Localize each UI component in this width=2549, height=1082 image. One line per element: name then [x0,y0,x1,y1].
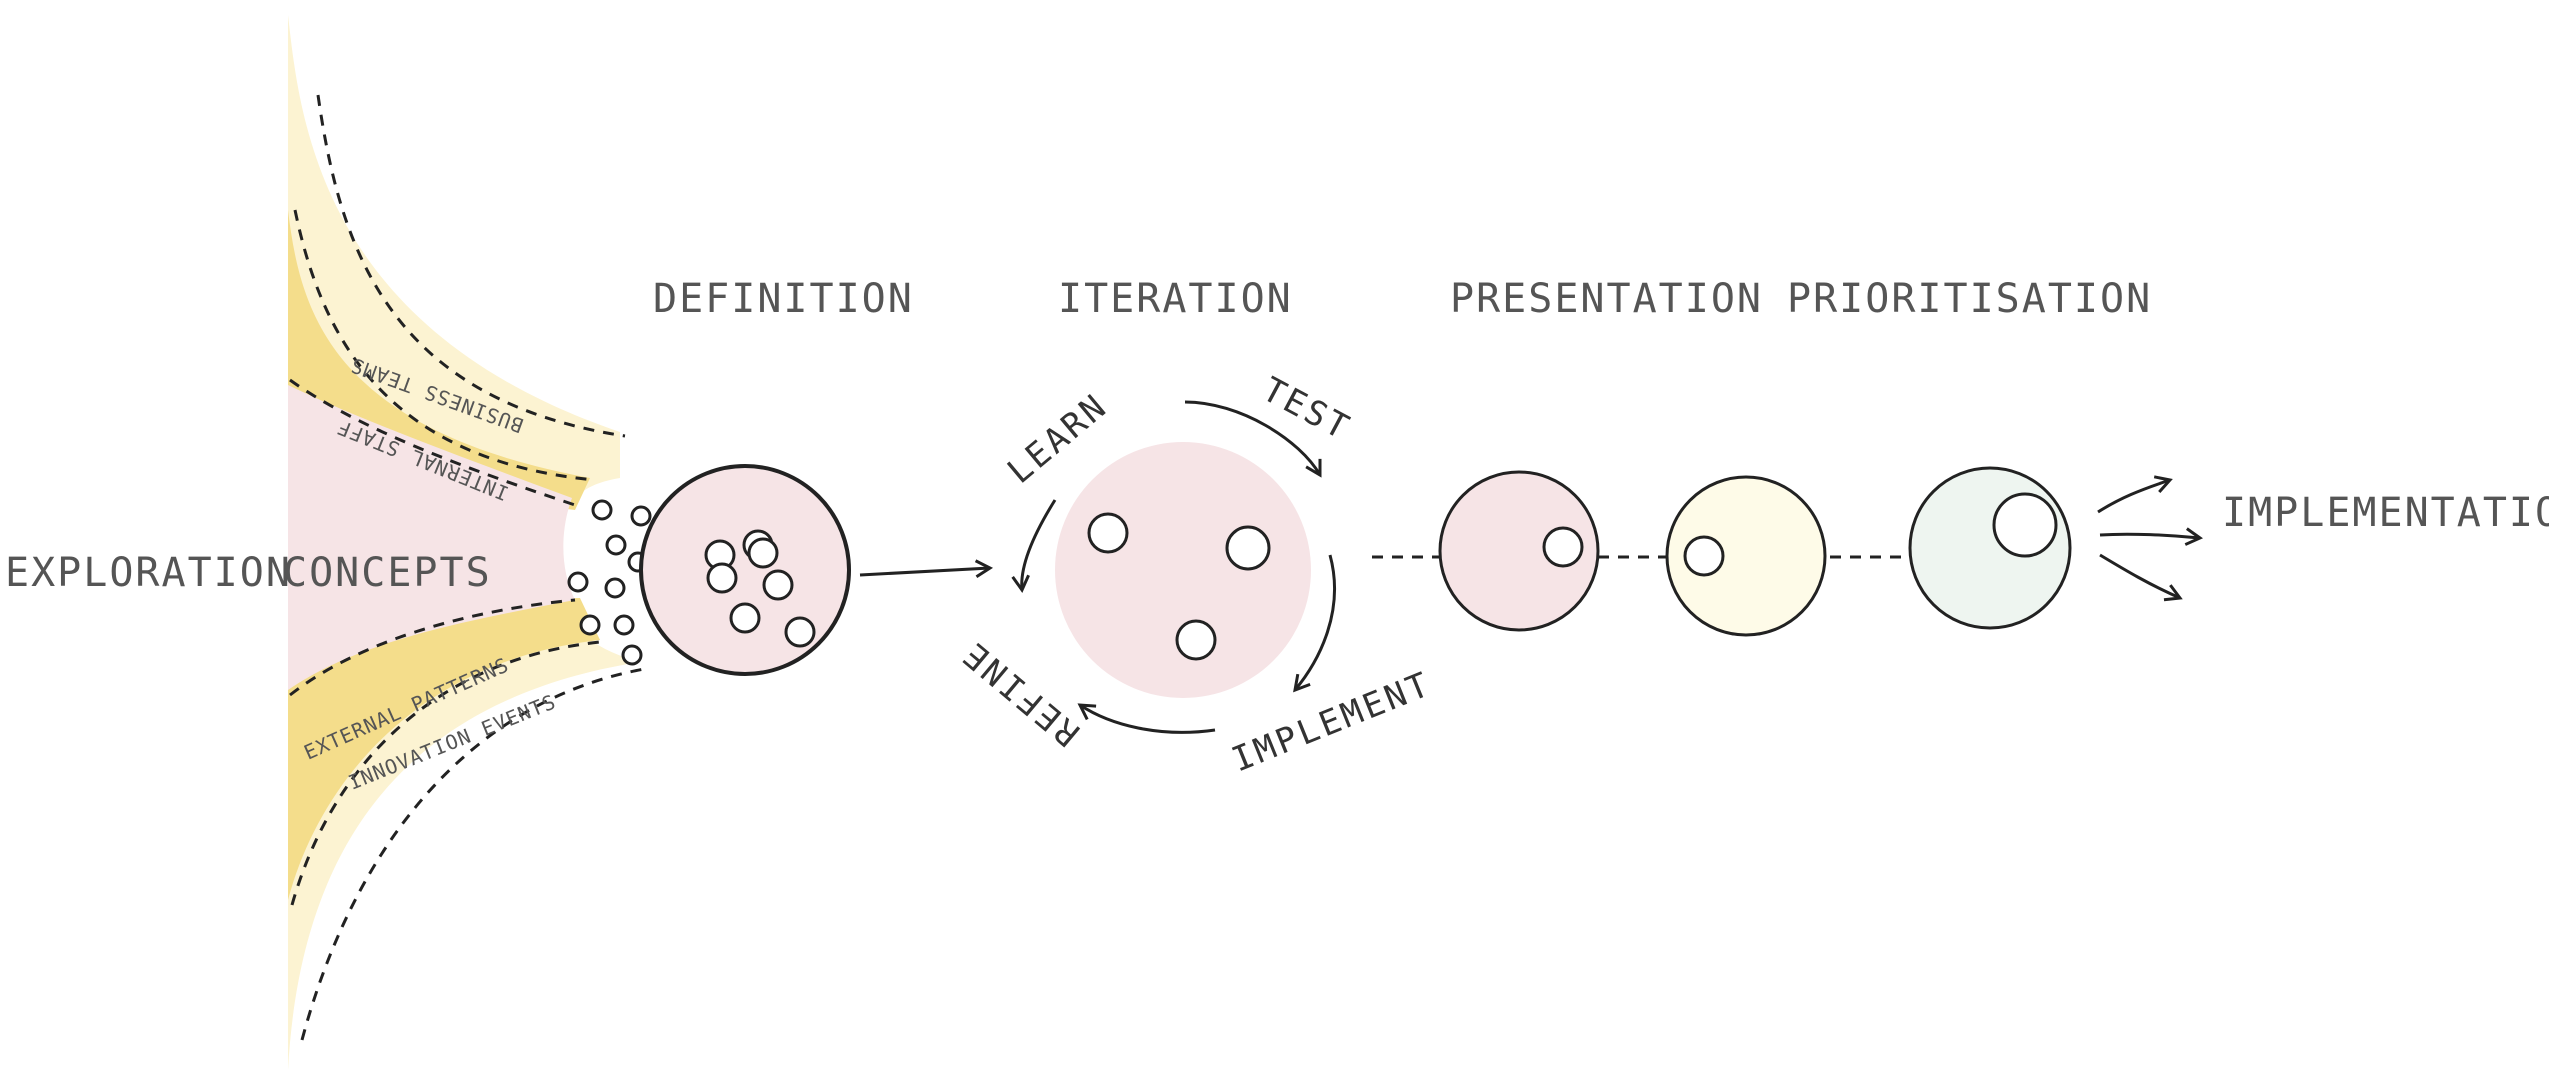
funnel-dash-1 [316,94,626,438]
prioritisation-circle [1665,475,1827,637]
concept-dot [729,602,761,634]
implementation-idea [1992,492,2058,558]
idea-dot [591,499,613,521]
arrow-to-iteration [859,559,994,579]
idea-dot [630,505,652,527]
stage-label-presentation: PRESENTATION [1450,276,1763,322]
stage-label-concepts: CONCEPTS [283,550,492,596]
funnel-pink-core [288,385,575,690]
arrow-out-mid [2099,527,2204,546]
arrow-out-down [2099,553,2183,602]
cycle-arrow-right [1293,554,1336,693]
funnel-dash-2 [293,209,596,482]
idea-dot [613,614,635,636]
concept-dot [784,616,816,648]
funnel-dash-5 [290,640,601,906]
definition-node [639,464,851,676]
funnel-dash-4 [289,598,576,697]
iteration-idea [1087,512,1129,554]
iteration-idea [1175,619,1217,661]
exploration-funnel: BUSINESS TEAMS INTERNAL STAFF EXTERNAL P… [288,15,652,1070]
concept-dot [747,537,779,569]
concept-dot [706,562,738,594]
funnel-dash-6 [300,666,651,1041]
cycle-arrow-top [1184,400,1322,478]
presentation-node [1438,470,1600,632]
stage-label-exploration: EXPLORATION [5,550,292,596]
cycle-label-refine: REFINE [954,633,1088,754]
prioritisation-node [1665,475,1827,637]
idea-dot [604,577,626,599]
stage-label-implementation: IMPLEMENTATION [2222,490,2549,536]
iteration-cycle: LEARN TEST IMPLEMENT REFINE [954,370,1437,781]
iteration-idea [1225,525,1271,571]
stage-label-iteration: ITERATION [1058,276,1293,322]
funnel-dash-3 [289,378,576,507]
arrow-out-up [2097,475,2173,514]
idea-dot [621,644,643,666]
stage-label-prioritisation: PRIORITISATION [1787,276,2152,322]
idea-dot [605,534,627,556]
idea-dot [567,571,589,593]
prioritisation-idea [1683,535,1725,577]
cycle-arrow-left [1011,499,1057,594]
funnel-gold-band-lower [288,598,600,900]
cycle-label-implement: IMPLEMENT [1226,664,1437,780]
concept-dot [762,569,794,601]
definition-circle [639,464,851,676]
implementation-node [1908,466,2072,630]
presentation-circle [1438,470,1600,632]
idea-dot [579,614,601,636]
cycle-label-test: TEST [1256,370,1358,449]
cycle-arrow-bottom [1077,703,1216,734]
presentation-idea [1542,526,1584,568]
stage-label-definition: DEFINITION [653,276,914,322]
iteration-blob [1055,442,1311,698]
